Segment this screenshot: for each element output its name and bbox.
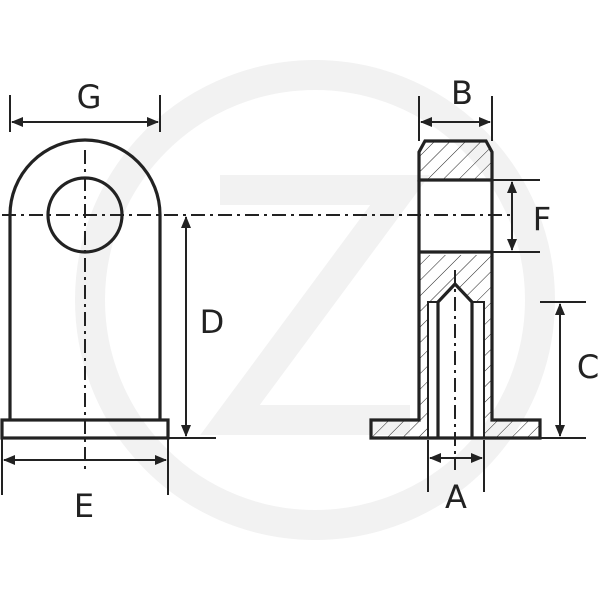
dimension-b-label: B — [451, 74, 473, 112]
dimension-d: D — [160, 216, 225, 439]
dimension-b: B — [418, 74, 493, 141]
dimension-c-label: C — [577, 348, 599, 386]
dimension-g-label: G — [77, 78, 102, 116]
dimension-f: F — [492, 179, 551, 253]
front-view-outline — [8, 138, 162, 420]
dimension-e-label: E — [74, 487, 94, 525]
dimension-c: C — [540, 301, 599, 439]
dimension-a-label: A — [445, 478, 467, 516]
dimension-e: E — [1, 438, 169, 525]
dimension-d-label: D — [200, 303, 225, 341]
dimension-g: G — [9, 78, 161, 132]
section-bore-thread — [427, 301, 485, 438]
dimension-f-label: F — [533, 200, 551, 238]
dimension-a: A — [427, 440, 485, 516]
watermark-logo — [75, 60, 555, 540]
front-view — [0, 138, 170, 470]
section-top-cap — [417, 139, 494, 182]
